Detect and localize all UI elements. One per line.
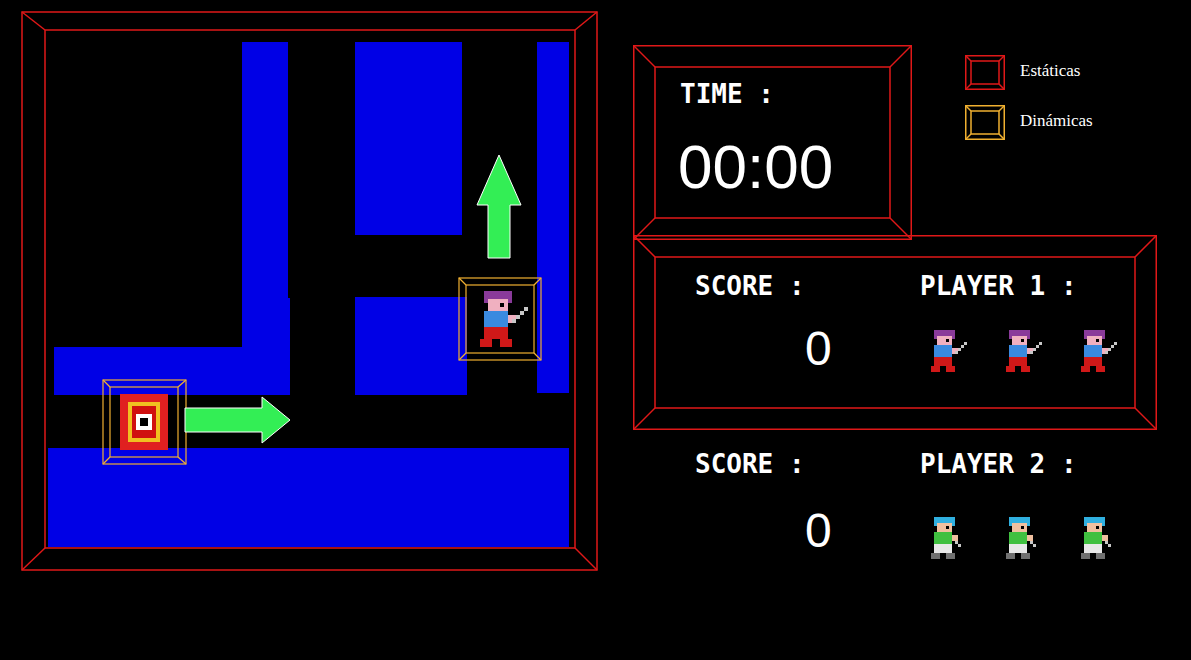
maze-walls [48,42,569,547]
move-arrow [185,397,290,443]
hud-panel: TIME : 00:00 [633,45,912,240]
map-frame [22,12,597,570]
timer-label: TIME : [680,80,774,109]
dynamic-box [103,380,186,464]
life-icon [1081,330,1117,372]
score-value: 0 [805,323,832,376]
score-value: 0 [805,505,832,558]
dynamic-box [459,278,541,360]
life-icon [1081,517,1111,559]
score-label: SCORE : [695,450,805,479]
legend-text: Dinámicas [1020,112,1093,131]
hud-panel: SCORE : PLAYER 1 : 0 [633,235,1157,430]
life-icon [931,330,967,372]
life-icon [1006,330,1042,372]
player-label: PLAYER 1 : [920,272,1077,301]
player-sprite [480,291,528,347]
life-icon [931,517,961,559]
life-icon [1006,517,1036,559]
score-label: SCORE : [695,272,805,301]
legend-text: Estáticas [1020,62,1080,81]
enemy-sprite [120,394,168,450]
panel-frame [633,235,1157,430]
player-label: PLAYER 2 : [920,450,1077,479]
move-arrow [477,155,521,258]
legend-swatch [965,55,1005,90]
timer-value: 00:00 [678,133,833,201]
legend-swatch [965,105,1005,140]
